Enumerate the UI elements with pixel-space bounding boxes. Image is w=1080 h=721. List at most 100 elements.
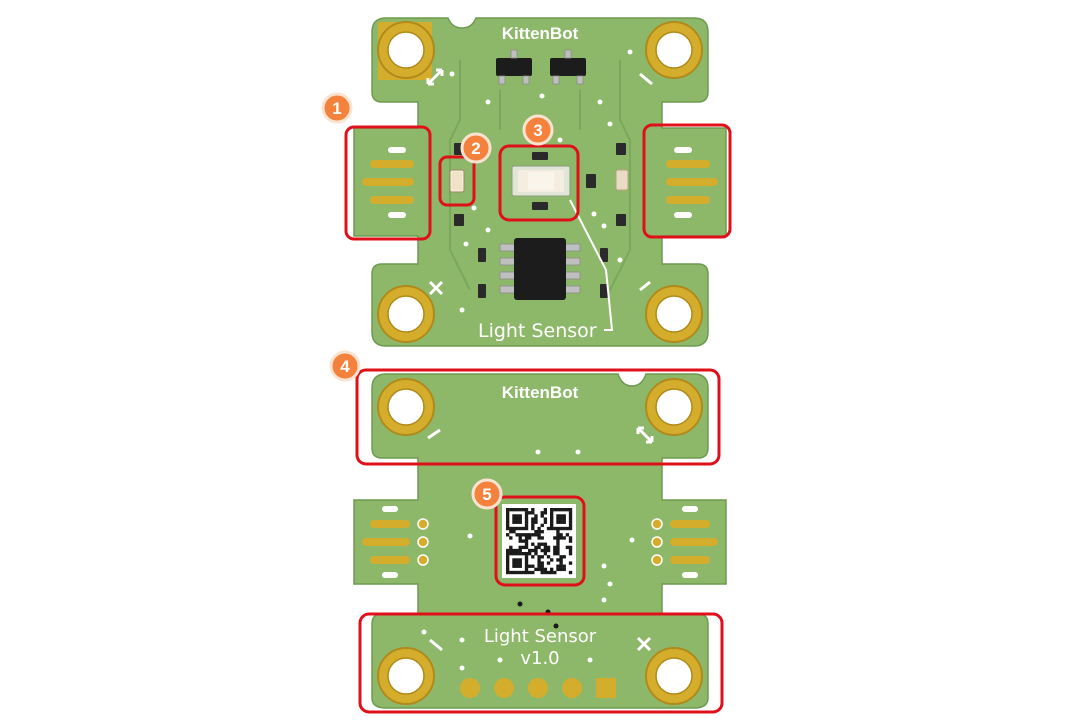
qr-module xyxy=(509,548,513,553)
highlight-top-edge xyxy=(355,368,721,466)
callout-5-label: 5 xyxy=(482,485,491,504)
bottom-version-label: v1.0 xyxy=(520,648,559,669)
right-edge-connector xyxy=(666,147,718,218)
qr-module xyxy=(568,517,573,521)
qr-module xyxy=(550,567,554,572)
qr-module xyxy=(568,526,573,531)
qr-module xyxy=(559,558,563,562)
qr-module xyxy=(524,542,529,546)
qr-module xyxy=(531,511,535,515)
qr-module xyxy=(556,564,560,568)
qr-module xyxy=(540,548,544,553)
qr-module xyxy=(528,570,532,575)
qr-module xyxy=(524,536,529,540)
qr-module xyxy=(528,533,532,537)
qr-module xyxy=(546,555,551,559)
qr-module xyxy=(524,564,529,568)
qr-module xyxy=(512,570,516,575)
qr-module xyxy=(518,552,522,556)
qr-module xyxy=(515,517,519,521)
qr-module xyxy=(559,533,563,537)
qr-module xyxy=(553,508,557,512)
qr-module xyxy=(562,520,566,524)
qr-module xyxy=(524,526,529,531)
qr-module xyxy=(528,511,532,515)
qr-module xyxy=(556,548,560,553)
back-bottom-left-hole xyxy=(377,647,435,705)
qr-module xyxy=(546,548,551,553)
callout-4-label: 4 xyxy=(340,357,350,376)
qr-module xyxy=(540,555,544,559)
qr-module xyxy=(534,567,538,572)
qr-module xyxy=(556,517,560,521)
silk-plus-icon xyxy=(428,280,444,296)
qr-module xyxy=(550,570,554,575)
bottom-product-label: Light Sensor xyxy=(484,626,597,647)
qr-module xyxy=(556,514,560,518)
qr-module xyxy=(509,508,513,512)
callout-3: 3 xyxy=(522,114,554,146)
qr-module xyxy=(568,548,573,553)
qr-module xyxy=(543,548,548,553)
qr-module xyxy=(528,536,532,540)
callout-3-label: 3 xyxy=(533,121,542,140)
qr-module xyxy=(568,508,573,512)
qr-module xyxy=(524,533,529,537)
qr-module xyxy=(559,561,563,565)
qr-module xyxy=(568,552,573,556)
qr-module xyxy=(553,552,557,556)
qr-module xyxy=(546,570,551,575)
qr-module xyxy=(531,555,535,559)
qr-module xyxy=(515,564,519,568)
qr-module xyxy=(543,517,548,521)
qr-module xyxy=(559,520,563,524)
qr-module xyxy=(515,526,519,531)
qr-module xyxy=(518,570,522,575)
qr-module xyxy=(518,517,522,521)
qr-module xyxy=(543,567,548,572)
qr-module xyxy=(543,545,548,550)
qr-module xyxy=(524,523,529,528)
qr-module xyxy=(556,536,560,540)
qr-module xyxy=(540,514,544,518)
qr-module xyxy=(506,552,510,556)
qr-module xyxy=(559,526,563,531)
qr-module xyxy=(518,564,522,568)
back-right-edge-connector xyxy=(651,506,718,578)
qr-module xyxy=(562,555,566,559)
qr-module xyxy=(556,542,560,546)
silk-arrow-icon xyxy=(426,68,444,86)
qr-module xyxy=(521,526,526,531)
top-vias xyxy=(449,49,633,313)
qr-module xyxy=(559,508,563,512)
silk-minus-icon-2 xyxy=(639,280,651,292)
qr-module xyxy=(537,564,541,568)
transistor-right xyxy=(550,49,586,85)
qr-module xyxy=(550,558,554,562)
qr-module xyxy=(562,526,566,531)
qr-module xyxy=(512,558,516,562)
qr-module xyxy=(524,555,529,559)
qr-module xyxy=(553,526,557,531)
qr-module xyxy=(556,545,560,550)
qr-module xyxy=(515,533,519,537)
qr-module xyxy=(546,545,551,550)
qr-module xyxy=(537,567,541,572)
qr-module xyxy=(550,508,554,512)
qr-module xyxy=(506,523,510,528)
qr-module xyxy=(506,558,510,562)
qr-module xyxy=(528,564,532,568)
qr-module xyxy=(515,548,519,553)
qr-module xyxy=(524,545,529,550)
qr-module xyxy=(506,508,510,512)
bottom-brand-label: KittenBot xyxy=(502,383,579,402)
qr-module xyxy=(506,526,510,531)
qr-module xyxy=(512,517,516,521)
qr-module xyxy=(506,520,510,524)
qr-module xyxy=(534,514,538,518)
qr-module xyxy=(524,567,529,572)
qr-module xyxy=(540,570,544,575)
highlight-led xyxy=(438,155,476,207)
qr-module xyxy=(518,526,522,531)
